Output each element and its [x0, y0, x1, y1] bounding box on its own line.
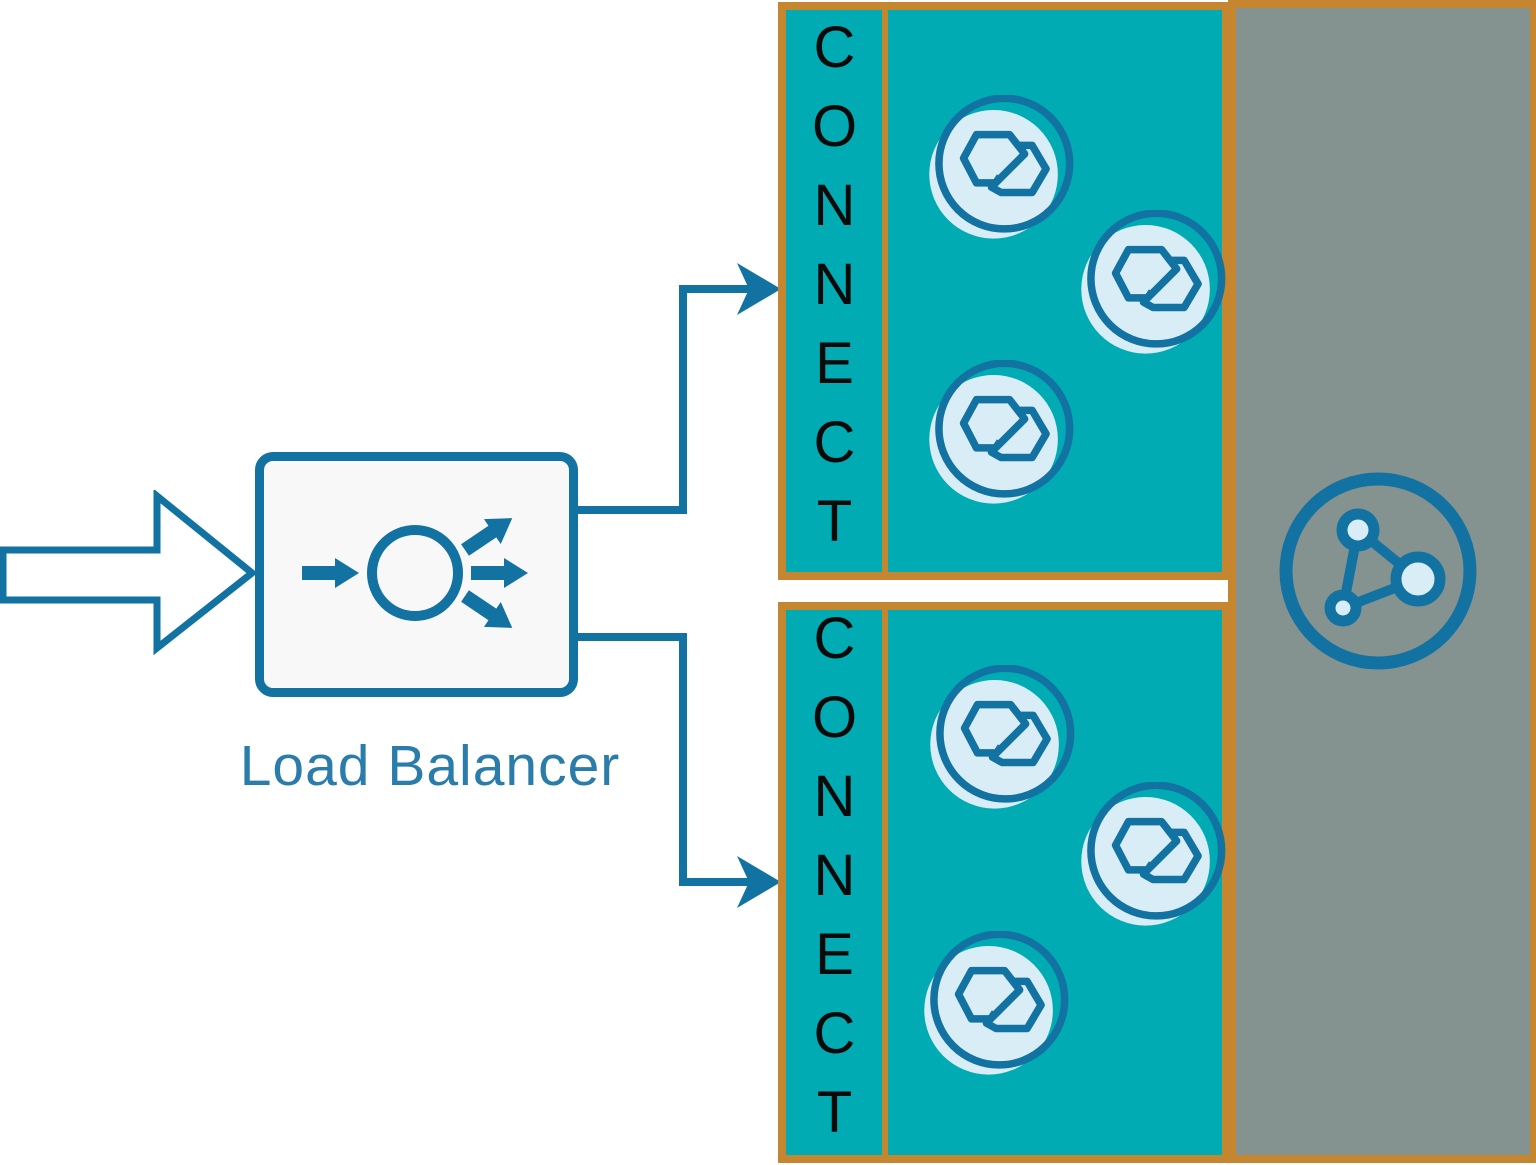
- flow-arrowhead-icon: [737, 263, 781, 315]
- connector-icon: [925, 360, 1075, 510]
- load-balancer-label: Load Balancer: [239, 734, 621, 798]
- connect-worker-bottom-label: CONNECT: [802, 606, 867, 1159]
- cluster-panel: [1228, 0, 1536, 1163]
- load-balancer-distribution-icon: [302, 505, 528, 641]
- network-node: [1336, 508, 1380, 552]
- connect-worker-bottom: CONNECT: [778, 602, 1230, 1163]
- connector-icon: [1077, 210, 1227, 360]
- inbound-traffic-arrow-icon: [0, 490, 258, 656]
- load-balancer-box: [255, 452, 578, 697]
- connection-line-top: [578, 285, 750, 514]
- network-node: [1324, 589, 1362, 627]
- connect-worker-bottom-main: [888, 610, 1222, 1155]
- connect-worker-top-label: CONNECT: [802, 14, 867, 568]
- connector-icon: [925, 95, 1075, 245]
- connect-worker-top: CONNECT: [778, 2, 1230, 580]
- network-node: [1390, 551, 1446, 607]
- network-nodes-icon: [1279, 472, 1477, 670]
- connect-worker-bottom-label-column: CONNECT: [786, 606, 888, 1159]
- connector-icon: [926, 665, 1076, 815]
- flow-arrowhead-icon: [737, 856, 781, 908]
- connector-icon: [920, 931, 1070, 1081]
- connect-worker-top-label-column: CONNECT: [786, 10, 888, 572]
- connector-icon: [1077, 782, 1227, 932]
- connect-worker-top-main: [888, 10, 1222, 572]
